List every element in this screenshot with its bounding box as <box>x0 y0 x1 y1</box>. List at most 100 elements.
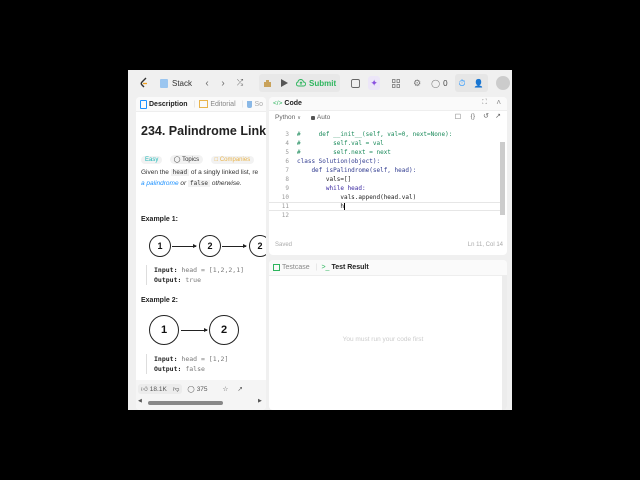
companies-button[interactable]: □ Companies <box>210 156 255 164</box>
thumbs-down-icon[interactable]: 👎︎ <box>172 386 180 393</box>
star-icon[interactable]: ☆ <box>222 386 229 393</box>
input-label: Input: <box>154 355 178 363</box>
cloud-upload-icon <box>296 79 306 87</box>
book-icon <box>199 100 209 108</box>
like-count: 18.1K <box>149 385 167 393</box>
submit-button[interactable]: Submit <box>296 79 336 88</box>
language-select[interactable]: Python ∨ <box>275 114 301 121</box>
streak-counter[interactable]: ◯ 0 <box>431 74 447 92</box>
tab-divider: | <box>315 264 318 271</box>
problem-list-button[interactable]: Stack <box>160 74 192 92</box>
topics-label: Topics <box>182 157 200 163</box>
tab-testcase-label: Testcase <box>282 264 310 271</box>
input-value: head = [1,2,2,1] <box>181 266 245 274</box>
bookmark-icon[interactable]: ☐ <box>454 114 461 121</box>
cursor-position: Ln 11, Col 14 <box>467 242 503 248</box>
input-value: head = [1,2] <box>181 355 229 363</box>
code-line: 7 def isPalindrome(self, head): <box>269 166 501 175</box>
input-label: Input: <box>154 266 178 274</box>
test-panel: Testcase | >_ Test Result You must run y… <box>269 260 507 410</box>
problem-statement: Given the head of a singly linked list, … <box>141 167 266 189</box>
statement-text: of a singly linked list, re <box>190 169 259 176</box>
notes-icon[interactable] <box>350 74 360 92</box>
code-header: </> Code ⛶ ˄ <box>269 97 507 111</box>
leetcode-app: Stack ‹ › ⤮ Submit ✦ ⚙ ◯ 0 <box>128 70 512 410</box>
line-number: 4 <box>285 140 289 147</box>
scroll-left-icon[interactable]: ◀ <box>138 398 142 404</box>
share-icon[interactable]: ↗ <box>237 386 243 393</box>
braces-icon[interactable]: {} <box>470 113 475 120</box>
logo-icon[interactable] <box>138 74 150 92</box>
document-icon <box>140 99 147 109</box>
run-controls: Submit <box>259 74 341 92</box>
expand-icon[interactable]: ↗ <box>495 113 501 120</box>
test-tabs: Testcase | >_ Test Result <box>269 260 507 276</box>
add-user-icon[interactable]: 👤 <box>473 78 484 88</box>
comments-button[interactable]: ◯ 375 <box>187 385 207 394</box>
palindrome-link[interactable]: a palindrome <box>141 180 179 187</box>
code-line: 8 vals=[] <box>269 175 501 184</box>
example-2-title: Example 2: <box>141 297 178 304</box>
tab-editorial[interactable]: Editorial <box>199 100 236 108</box>
collapse-icon[interactable]: ˄ <box>496 98 501 107</box>
reset-icon[interactable]: ↺ <box>483 113 489 120</box>
timer-group: ⏱ 👤 <box>454 74 488 92</box>
layout-icon[interactable] <box>391 74 401 92</box>
editor-scrollbar[interactable] <box>500 142 505 215</box>
topics-button[interactable]: ◯ Topics <box>169 155 204 164</box>
scrollbar-thumb[interactable] <box>148 401 223 405</box>
horizontal-scrollbar[interactable]: ◀ ▶ <box>138 398 266 406</box>
next-problem-icon[interactable]: › <box>221 77 225 89</box>
tag-row: Easy ◯ Topics □ Companies <box>141 148 257 166</box>
tab-testcase[interactable]: Testcase <box>273 264 310 271</box>
line-number: 10 <box>281 194 289 201</box>
code-line: 10 vals.append(head.val) <box>269 193 501 202</box>
scroll-right-icon[interactable]: ▶ <box>258 398 262 404</box>
output-label: Output: <box>154 276 182 284</box>
line-text: def isPalindrome(self, head): <box>297 167 417 174</box>
run-icon[interactable] <box>280 79 288 87</box>
debug-icon[interactable] <box>263 79 272 88</box>
line-text: vals.append(head.val) <box>297 194 417 201</box>
tab-editorial-label: Editorial <box>210 100 236 108</box>
like-button[interactable]: 👍︎ 18.1K 👎︎ <box>138 384 183 394</box>
test-scrollbar-track[interactable] <box>502 275 507 410</box>
list-node: 2 <box>209 315 239 345</box>
terminal-icon: >_ <box>321 264 330 271</box>
code-editor[interactable]: 3# def __init__(self, val=0, next=None):… <box>269 130 501 225</box>
avatar[interactable] <box>495 76 510 90</box>
auto-mode[interactable]: Auto <box>310 114 330 121</box>
tab-description[interactable]: Description <box>140 99 188 109</box>
lock-icon <box>310 115 315 120</box>
shuffle-icon[interactable]: ⤮ <box>236 78 244 87</box>
settings-icon[interactable]: ⚙ <box>413 77 422 88</box>
line-text: # self.val = val <box>297 140 384 147</box>
language-label: Python <box>275 114 296 121</box>
line-number: 3 <box>285 131 289 138</box>
arrow-icon <box>222 244 247 248</box>
statement-text: otherwise. <box>211 180 242 187</box>
tab-solutions-label: So <box>254 100 264 108</box>
output-value: false <box>185 365 205 373</box>
line-number: 7 <box>285 167 289 174</box>
code-head: head <box>170 169 190 176</box>
list-node: 2 <box>249 235 266 257</box>
line-number: 12 <box>281 212 289 219</box>
description-footer: 👍︎ 18.1K 👎︎ ◯ 375 ☆ ↗ ◀ ▶ <box>136 380 266 410</box>
arrow-icon <box>181 328 208 332</box>
prev-problem-icon[interactable]: ‹ <box>205 77 209 89</box>
line-number: 9 <box>285 185 289 192</box>
problem-title: 234. Palindrome Linked <box>141 124 266 138</box>
output-value: true <box>185 276 201 284</box>
timer-icon[interactable]: ⏱ <box>458 77 466 88</box>
tab-solutions[interactable]: So <box>247 100 264 108</box>
line-text: # self.next = next <box>297 149 391 156</box>
tab-test-result-label: Test Result <box>331 264 369 271</box>
maximize-icon[interactable]: ⛶ <box>482 99 487 106</box>
statement-text: Given the <box>141 169 169 176</box>
ai-sparkle-icon[interactable]: ✦ <box>368 76 381 90</box>
tab-test-result[interactable]: >_ Test Result <box>321 264 368 271</box>
tab-divider: | <box>193 100 196 108</box>
statement-text: or <box>180 180 187 187</box>
